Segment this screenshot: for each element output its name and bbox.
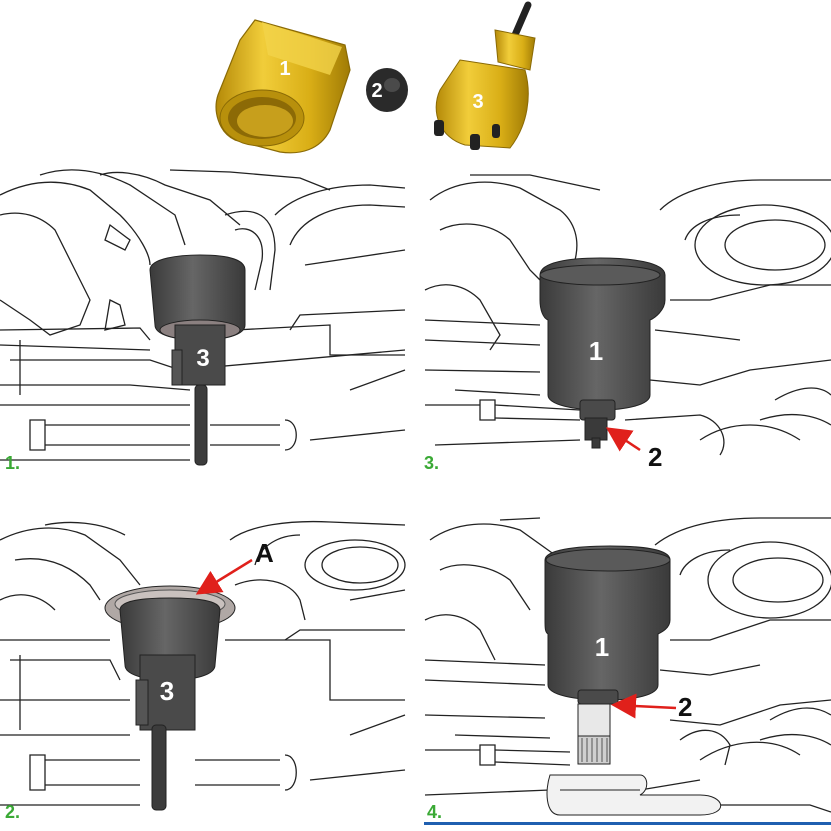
panel-3-callout-label: 2: [648, 442, 662, 472]
tool-parts-header: 1 2 3: [215, 1, 536, 154]
panel-2-callout-arrow: [195, 558, 253, 595]
tool-part-2: 2: [366, 68, 408, 112]
tool-part-1: 1: [215, 19, 351, 154]
panel-1-step-label: 1.: [5, 453, 20, 473]
panel-4-callout-arrow: [611, 693, 677, 719]
panel-step-1: 3: [0, 169, 406, 466]
bottom-divider-line: [424, 822, 831, 825]
panel-3-tool-number: 1: [589, 336, 603, 366]
panel-3-step-label: 3.: [424, 453, 439, 473]
part-3-number: 3: [472, 91, 483, 113]
panel-4-step-label: 4.: [427, 802, 442, 822]
panel-4-callout-label: 2: [678, 692, 692, 722]
panel-step-4: 1 2: [424, 517, 831, 816]
panel-4-tool-number: 1: [595, 632, 609, 662]
panel-1-tool-number: 3: [196, 345, 209, 372]
part-2-number: 2: [371, 80, 382, 102]
panel-2-step-label: 2.: [5, 802, 20, 822]
tool-part-3: 3: [434, 1, 536, 150]
panel-2-tool-number: 3: [160, 676, 174, 706]
panel-step-3: 1 2: [424, 174, 831, 472]
part-1-number: 1: [279, 58, 290, 80]
panel-2-callout-label: A: [255, 538, 274, 568]
panel-3-callout-arrow: [605, 427, 641, 452]
panel-step-2: 3 A: [0, 520, 406, 811]
